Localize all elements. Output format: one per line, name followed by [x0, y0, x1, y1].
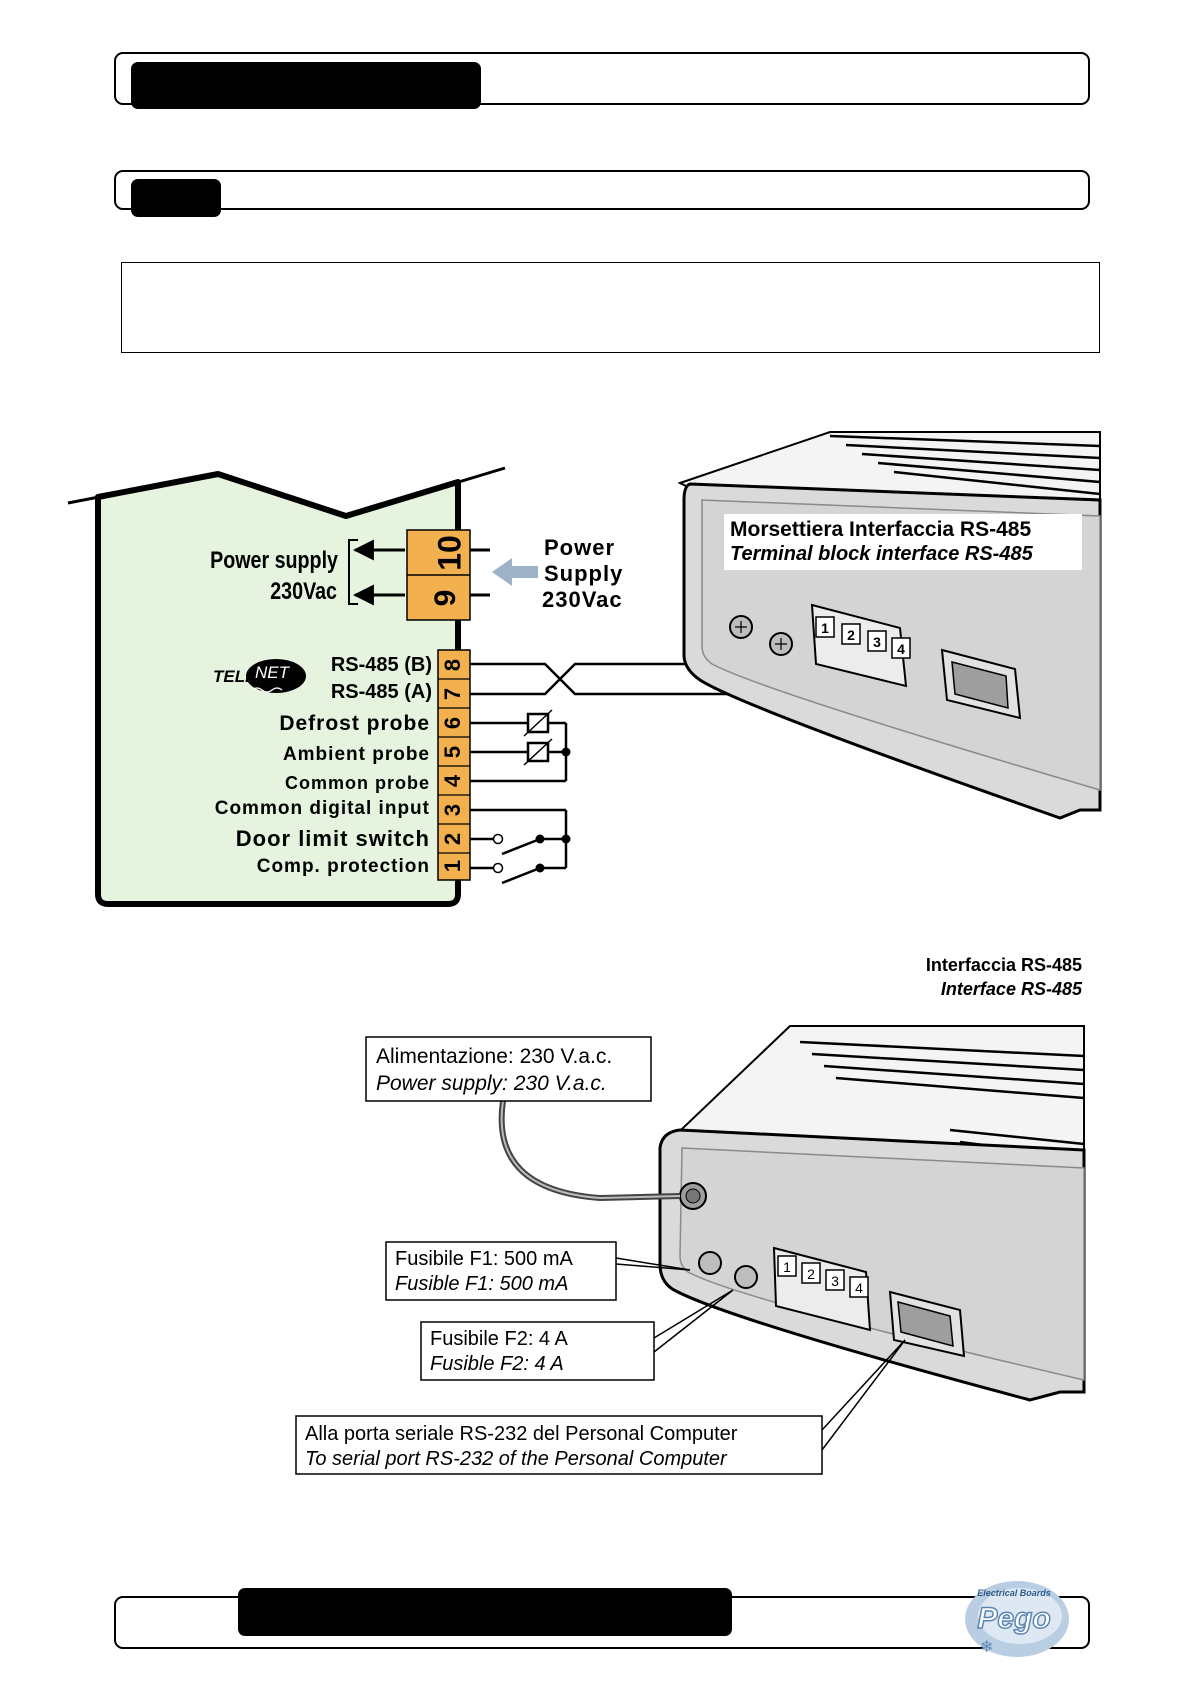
- terminal-5-number: 5: [440, 746, 465, 758]
- terminal-5-label: Ambient probe: [283, 744, 430, 765]
- section-tab: [131, 179, 221, 217]
- terminal-3-label: Common digital input: [215, 798, 430, 819]
- bottom-port-1: 1: [783, 1259, 791, 1275]
- note-box: [121, 262, 1100, 353]
- fuse-f1-callout-box: [385, 1241, 617, 1301]
- fuse-f2-callout-en: Fusible F2: 4 A: [430, 1353, 564, 1375]
- power-voltage-label-left: 230Vac: [270, 577, 337, 604]
- power-terminal-block: 10 9: [406, 529, 471, 621]
- terminal-3-number: 3: [440, 804, 465, 816]
- power-label-right-line1: Power: [544, 535, 615, 560]
- terminal-8-number: 8: [440, 659, 465, 671]
- top-port-3: 3: [873, 634, 881, 650]
- power-supply-label-left: Power supply: [210, 546, 339, 573]
- comp-switch-contact: [492, 862, 504, 874]
- rs232-callout-en: To serial port RS-232 of the Personal Co…: [305, 1448, 728, 1470]
- terminal-1-number: 1: [440, 860, 465, 872]
- power-supply-arrows: [348, 539, 490, 606]
- terminal-8-label: RS-485 (B): [331, 654, 432, 676]
- terminal-7-label: RS-485 (A): [331, 681, 432, 703]
- top-port-1: 1: [821, 620, 829, 636]
- power-input-arrow: [492, 558, 538, 586]
- interface-device-bottom: [658, 1025, 1086, 1402]
- terminal-4-label: Common probe: [285, 773, 430, 793]
- terminal-10-number: 10: [431, 535, 467, 571]
- fuse-f1-callout-it: Fusibile F1: 500 mA: [395, 1248, 574, 1270]
- section-frame: [114, 170, 1090, 210]
- fuse-f2-callout-it: Fusibile F2: 4 A: [430, 1328, 569, 1350]
- snowflake-icon: ❄: [980, 1639, 993, 1656]
- door-switch-dot: [535, 834, 545, 844]
- digital-input-wiring: [470, 808, 568, 885]
- common-input-junction-dot: [561, 834, 571, 844]
- door-switch-contact: [492, 833, 504, 845]
- power-cable: [498, 1100, 681, 1202]
- terminal-block-label-en: Terminal block interface RS-485: [730, 543, 1034, 565]
- interface-caption-en: Interface RS-485: [941, 979, 1083, 999]
- terminal-2-label: Door limit switch: [236, 826, 430, 851]
- terminal-7-number: 7: [440, 688, 465, 700]
- terminal-6-number: 6: [440, 717, 465, 729]
- probe-junction-dot: [561, 747, 571, 757]
- pego-logo: Electrical Boards Pego ❄: [965, 1581, 1069, 1657]
- comp-switch-dot: [535, 863, 545, 873]
- bottom-port-4: 4: [855, 1280, 863, 1296]
- telenet-logo-net: NET: [255, 663, 291, 682]
- power-label-right-line3: 230Vac: [542, 587, 623, 612]
- terminal-6-label: Defrost probe: [279, 712, 430, 735]
- probe-wiring: [470, 709, 568, 783]
- interface-device-top: [677, 431, 1102, 820]
- terminal-strip: [437, 649, 471, 881]
- telenet-logo: TELE NET: [213, 659, 306, 693]
- power-supply-callout-box: [365, 1036, 652, 1102]
- footer-title-bar: [238, 1588, 732, 1636]
- fuse-f1-callout-en: Fusible F1: 500 mA: [395, 1273, 568, 1295]
- rs232-callout-it: Alla porta seriale RS-232 del Personal C…: [305, 1423, 738, 1445]
- logo-brand: Pego: [977, 1602, 1050, 1635]
- power-label-right-line2: Supply: [544, 561, 623, 586]
- terminal-1-label: Comp. protection: [257, 856, 430, 877]
- fuse-f2-callout-box: [420, 1321, 655, 1381]
- interface-caption-it: Interfaccia RS-485: [926, 955, 1082, 975]
- telenet-logo-tele: TELE: [213, 667, 257, 686]
- terminal-2-number: 2: [440, 833, 465, 845]
- power-supply-callout-it: Alimentazione: 230 V.a.c.: [376, 1045, 612, 1068]
- header-title-bar: [131, 62, 481, 109]
- rs232-callout-box: [295, 1415, 823, 1475]
- terminal-9-number: 9: [429, 590, 462, 607]
- top-port-4: 4: [897, 641, 905, 657]
- top-port-2: 2: [847, 627, 855, 643]
- terminal-block-label-it: Morsettiera Interfaccia RS-485: [730, 518, 1031, 541]
- bottom-port-2: 2: [807, 1266, 815, 1282]
- bottom-port-3: 3: [831, 1273, 839, 1289]
- terminal-4-number: 4: [440, 774, 465, 787]
- logo-tagline: Electrical Boards: [977, 1588, 1051, 1598]
- power-supply-callout-en: Power supply: 230 V.a.c.: [376, 1072, 607, 1095]
